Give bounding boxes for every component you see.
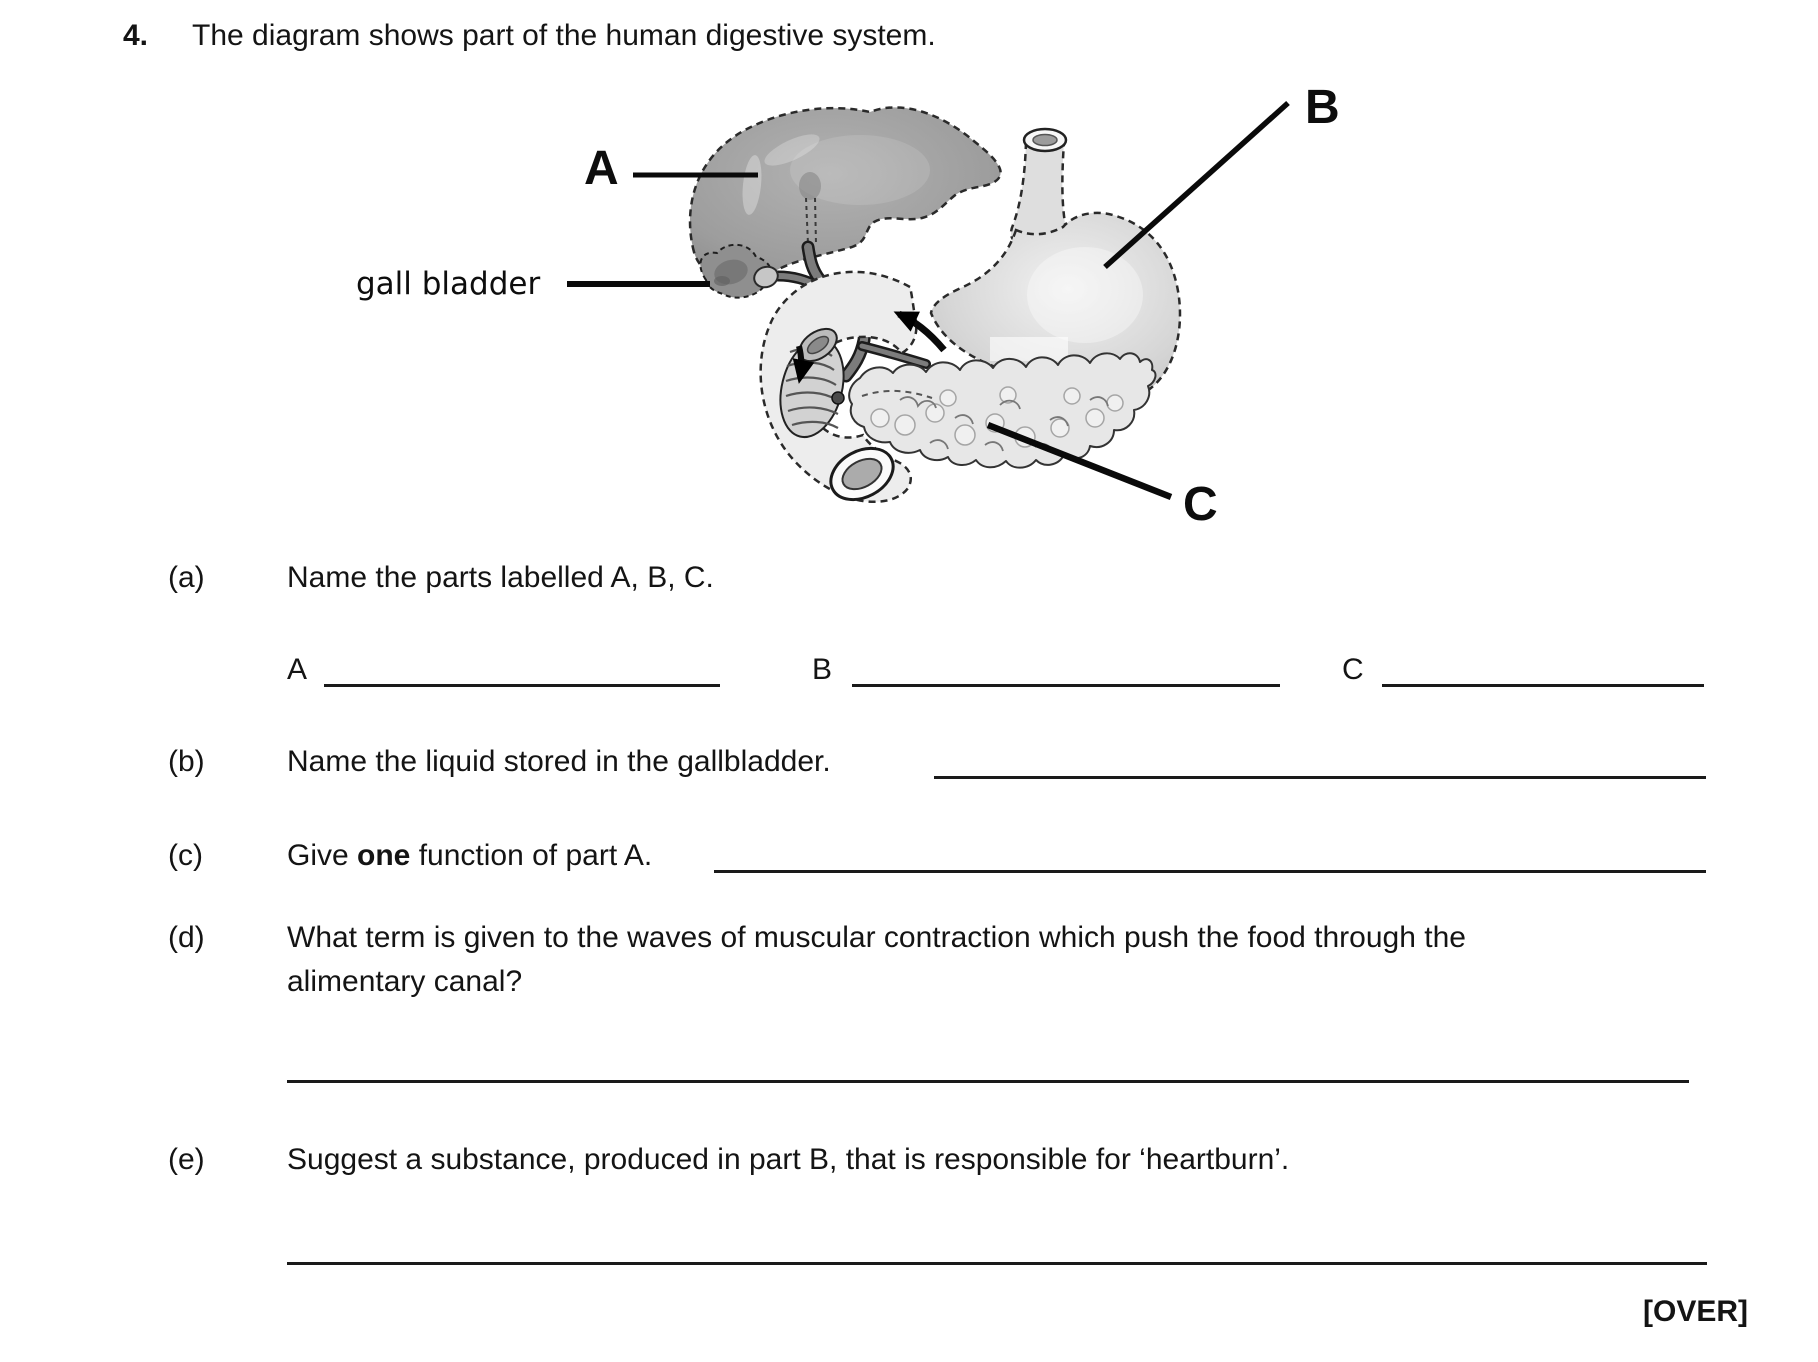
falciform-ligament-smudge xyxy=(799,172,821,200)
answer-blank-b[interactable] xyxy=(852,650,1280,687)
part-a-text: Name the parts labelled A, B, C. xyxy=(287,561,714,594)
pancreas-lobule-lines xyxy=(899,396,1109,454)
gall-bladder-label: gall bladder xyxy=(356,266,540,302)
part-c-label: (c) xyxy=(168,839,203,872)
esophagus-opening-lumen xyxy=(1032,133,1058,147)
question-title: The diagram shows part of the human dige… xyxy=(192,19,936,52)
answer-blank-c[interactable] xyxy=(1382,650,1704,687)
answer-letter-a: A xyxy=(287,653,308,686)
part-e-label: (e) xyxy=(168,1143,205,1176)
diagram-label-b: B xyxy=(1305,81,1340,134)
answer-blank-a[interactable] xyxy=(324,650,720,687)
answer-blank-part-b[interactable] xyxy=(934,742,1706,779)
diagram-label-a: A xyxy=(584,142,619,195)
duodenum-cut-opening xyxy=(829,446,895,502)
part-c-text-suffix: function of part A. xyxy=(410,839,653,872)
flow-arrow-duodenum-down xyxy=(792,345,815,384)
question-number: 4. xyxy=(123,19,149,52)
pancreatic-duct xyxy=(859,343,929,367)
liver-highlight xyxy=(790,135,930,205)
part-b-label: (b) xyxy=(168,745,205,778)
label-c-pointer-line xyxy=(986,421,1173,501)
diagram-label-c: C xyxy=(1183,478,1218,531)
part-d-text-line2: alimentary canal? xyxy=(287,965,523,998)
stomach-white-patch xyxy=(990,337,1068,361)
answer-letter-c: C xyxy=(1342,653,1364,686)
answer-letter-b: B xyxy=(812,653,833,686)
part-d-label: (d) xyxy=(168,921,205,954)
pancreas-shape xyxy=(848,352,1157,469)
answer-blank-part-e[interactable] xyxy=(287,1228,1707,1265)
over-label: [OVER] xyxy=(1643,1295,1748,1328)
flow-arrow-stomach-to-duodenum xyxy=(893,310,947,353)
part-c-text: Give one function of part A. xyxy=(287,834,652,878)
part-a-label: (a) xyxy=(168,561,205,594)
liver-highlight-streak xyxy=(742,155,762,215)
pancreas-dashed-margin xyxy=(861,389,933,399)
part-e-text: Suggest a substance, produced in part B,… xyxy=(287,1143,1290,1176)
gall-bladder-neck xyxy=(753,265,779,289)
answer-blank-part-c[interactable] xyxy=(714,836,1706,873)
liver-highlight-streak2 xyxy=(764,134,820,166)
stomach-highlight xyxy=(1027,247,1143,343)
duodenum-shape xyxy=(759,270,918,503)
gall-bladder-shading2 xyxy=(714,276,730,286)
liver-shape xyxy=(688,106,1002,283)
part-c-text-bold: one xyxy=(357,839,411,872)
part-b-text: Name the liquid stored in the gallbladde… xyxy=(287,745,831,778)
answer-blank-part-d[interactable] xyxy=(287,1046,1689,1083)
duodenal-papilla xyxy=(831,391,845,405)
label-b-pointer-line xyxy=(1103,100,1290,270)
part-c-text-prefix: Give xyxy=(287,839,358,872)
part-d-text-line1: What term is given to the waves of muscu… xyxy=(287,921,1466,954)
